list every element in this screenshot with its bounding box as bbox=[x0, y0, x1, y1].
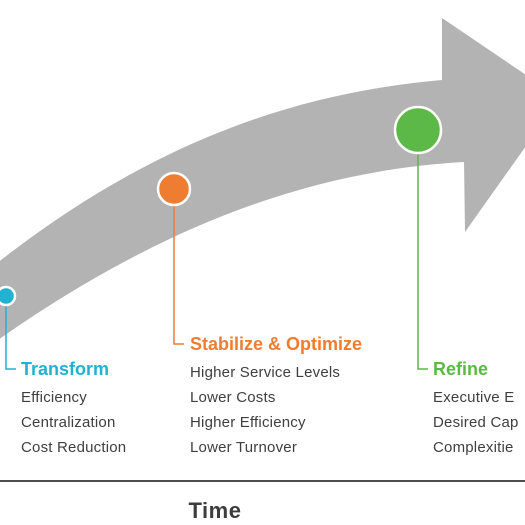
stabilize-item: Lower Costs bbox=[190, 389, 276, 406]
time-axis-label: Time bbox=[188, 498, 242, 523]
growth-arrow bbox=[0, 18, 525, 339]
stabilize-item: Lower Turnover bbox=[190, 439, 298, 456]
stabilize-optimize-items: Higher Service Levels Lower Costs Higher… bbox=[190, 360, 340, 460]
refine-milestone-dot bbox=[393, 105, 443, 155]
transform-items: Efficiency Centralization Cost Reduction bbox=[21, 385, 126, 460]
refine-item: Desired Cap bbox=[433, 414, 519, 431]
transform-connector-line bbox=[5, 296, 16, 370]
transform-title: Transform bbox=[21, 359, 110, 379]
refine-item: Complexitie bbox=[433, 439, 514, 456]
transform-milestone-dot bbox=[0, 285, 17, 307]
transform-item: Efficiency bbox=[21, 389, 87, 406]
stabilize-item: Higher Service Levels bbox=[190, 364, 341, 381]
refine-items: Executive E Desired Cap Complexitie bbox=[433, 385, 519, 460]
transform-item: Cost Reduction bbox=[21, 439, 127, 456]
stabilize-optimize-title: Stabilize & Optimize bbox=[190, 334, 363, 354]
refine-item: Executive E bbox=[433, 389, 515, 406]
transform-item: Centralization bbox=[21, 414, 116, 431]
stabilize-item: Higher Efficiency bbox=[190, 414, 306, 431]
refine-connector-line bbox=[417, 130, 428, 370]
stabilize-connector-line bbox=[173, 189, 184, 345]
refine-title: Refine bbox=[433, 359, 489, 379]
stabilize-milestone-dot bbox=[156, 171, 192, 207]
